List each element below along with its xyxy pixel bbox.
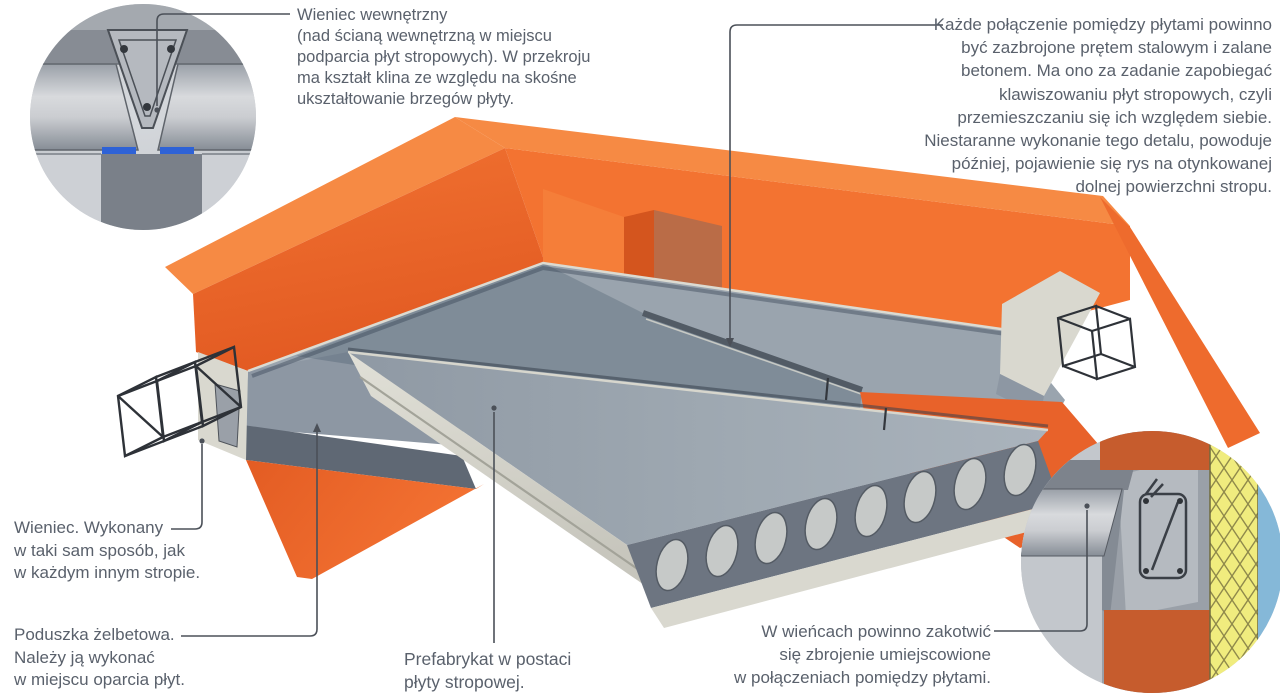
stirrup-corner-bars (1143, 498, 1183, 574)
prefab-bevel-edge (348, 352, 650, 589)
left-wall-side-face (193, 148, 545, 371)
leader-lines (156, 13, 1088, 643)
leader-anchorage (994, 510, 1088, 632)
rebar-cage-left (116, 345, 243, 458)
prefab-bevel-groove (359, 376, 640, 571)
bearing-pad-left (102, 147, 136, 154)
brick-wall-upper (1100, 431, 1212, 470)
annotation-slab-joint: Każde połączenie pomiędzy płytami powinn… (924, 15, 1272, 197)
right-ring-beam-cut-face (1000, 271, 1100, 396)
floor-left (30, 154, 101, 230)
wall-base-highlight-line (247, 261, 1009, 373)
slab-joint-groove (642, 310, 863, 393)
column-shadow (654, 210, 722, 300)
slab-gap-shadow (347, 347, 1049, 428)
leader-internal-ring-beam (156, 13, 290, 106)
upper-slab-band (30, 4, 256, 30)
joint-rebar-pins (824, 377, 888, 431)
hollow-core-voids (655, 443, 1037, 592)
annotation-concrete-pad: Poduszka żelbetowa. Należy ją wykonać w … (14, 625, 186, 689)
right-wall-end-face (1100, 197, 1260, 448)
facade-layer (1258, 431, 1280, 693)
detail-circle-internal-ring-beam (30, 4, 256, 230)
leader-slab-joint (729, 24, 943, 338)
prefab-far-edge (347, 350, 1049, 432)
leader-concrete-pad (181, 432, 318, 637)
prefab-top-face (348, 352, 1048, 545)
slab-end-section (1021, 488, 1123, 557)
left-wall-top-face (165, 117, 505, 294)
wall-base-shadow-line (251, 265, 1007, 378)
annotation-internal-ring-beam: Wieniec wewnętrzny (nad ścianą wewnętrzn… (297, 6, 591, 108)
back-wall-front-face (505, 148, 1130, 332)
wedge-rebar-dots (120, 45, 175, 111)
leader-ring-beam (171, 444, 203, 530)
stirrup-rebar (1138, 478, 1188, 580)
rebar-cage-right (1056, 304, 1137, 381)
annotation-anchorage: W wieńcach powinno zakotwić się zbrojeni… (733, 622, 991, 687)
wall-below-floor (246, 460, 484, 579)
annotation-precast-slab: Prefabrykat w postaci płyty stropowej. (404, 649, 572, 692)
concrete-pad-band (243, 425, 476, 489)
precast-hollow-core-slab (347, 347, 1072, 628)
back-wall-top-face (455, 117, 1130, 226)
brick-wall-lower (1104, 610, 1212, 693)
masonry-walls (165, 117, 1260, 448)
leader-tips (154, 107, 1090, 509)
wedge-joint (106, 29, 189, 129)
annotation-ring-beam: Wieniec. Wykonany w taki sam sposób, jak… (14, 518, 201, 582)
hollow-core-end-face (627, 441, 1060, 608)
bearing-pad-right (160, 147, 194, 154)
insulation-hatch (1210, 431, 1258, 693)
prefab-bottom-bevel (651, 502, 1072, 628)
lower-wall (101, 154, 202, 230)
